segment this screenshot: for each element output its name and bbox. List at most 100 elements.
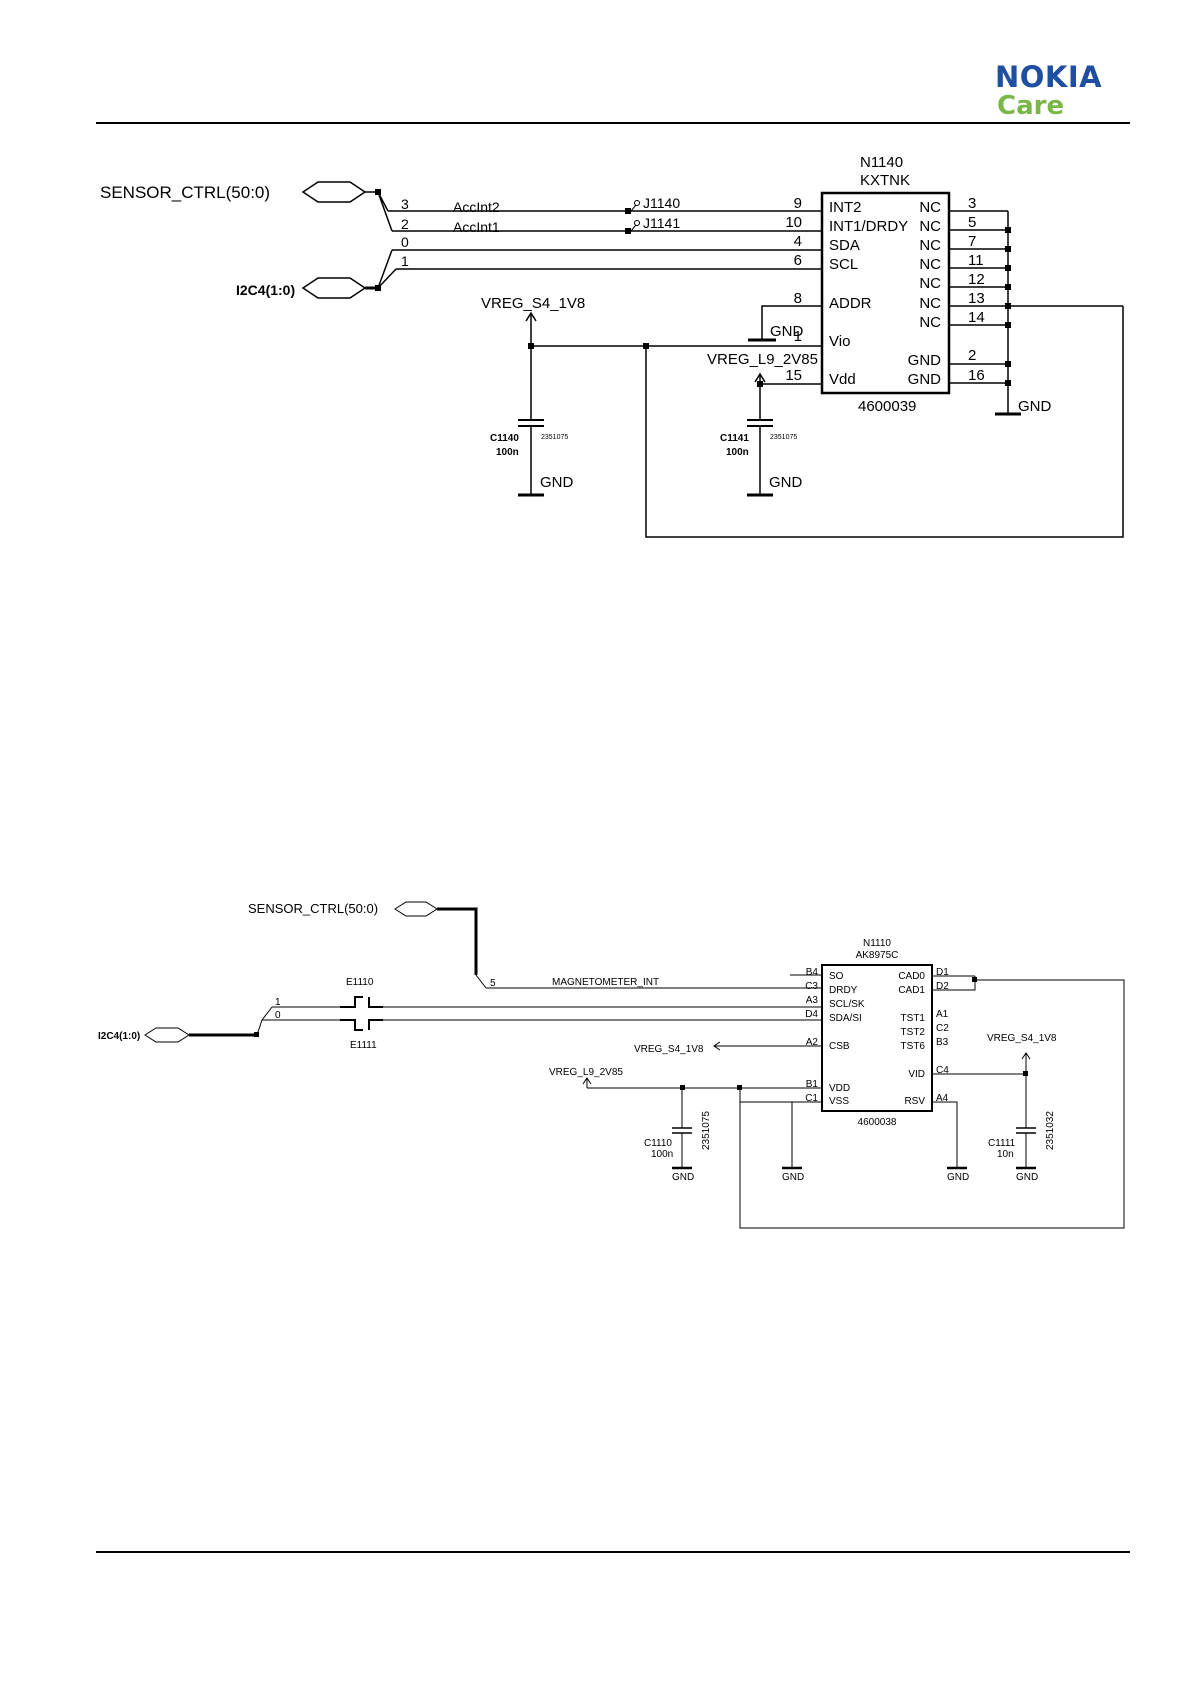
i2c-bus-label: I2C4(1:0) [98, 1031, 140, 1042]
pin-name: GND [908, 371, 942, 388]
pin-number: A3 [806, 995, 819, 1006]
cap-code: 2351075 [770, 434, 797, 441]
ic-ref-n1140: N1140 [860, 154, 903, 171]
vreg-label-vid: VREG_S4_1V8 [987, 1033, 1057, 1044]
gnd-label: GND [782, 1172, 804, 1183]
pin-name: VDD [829, 1083, 850, 1094]
pin-name: NC [919, 295, 941, 312]
sensor-ctrl-connector [301, 181, 367, 203]
component-label-e1111: E1111 [350, 1040, 377, 1051]
pin-number: 10 [785, 214, 802, 231]
pin-name: INT1/DRDY [829, 218, 908, 235]
pin-number: B4 [806, 967, 819, 978]
gnd-label: GND [770, 323, 804, 340]
i2c-connector [301, 277, 367, 299]
cap-code: 2351075 [701, 1111, 712, 1150]
schematic-n1140: SENSOR_CTRL(50:0) 3 2 AccInt2 AccInt1 J1… [100, 154, 1124, 538]
vreg-label-vdd: VREG_L9_2V85 [549, 1067, 623, 1078]
bus-index: 2 [401, 216, 409, 232]
ic-ref-n1110: N1110 [863, 938, 891, 949]
pin-name: NC [919, 256, 941, 273]
pin-number: 5 [968, 214, 976, 231]
gnd-label: GND [672, 1172, 694, 1183]
jumper-label-j1141: J1141 [643, 215, 680, 231]
pin-name: ADDR [829, 295, 872, 312]
pin-number: C1 [805, 1093, 818, 1104]
pin-number: 8 [794, 290, 802, 307]
cap-value: 10n [997, 1149, 1014, 1160]
pin-number: C2 [936, 1023, 949, 1034]
pin-name: VSS [829, 1096, 849, 1107]
pin-name: SDA/SI [829, 1013, 862, 1024]
pin-number: A1 [936, 1009, 949, 1020]
pin-number: 11 [968, 252, 984, 269]
pin-number: D1 [936, 967, 949, 978]
pin-name: NC [919, 275, 941, 292]
ic-code: 4600039 [858, 398, 916, 415]
pin-number: C4 [936, 1065, 949, 1076]
pin-number: 9 [794, 195, 802, 212]
bus-index: 5 [490, 978, 496, 989]
pin-name: SCL/SK [829, 999, 865, 1010]
ic-n1140-body [820, 191, 951, 395]
i2c-bus-label: I2C4(1:0) [236, 282, 295, 298]
cap-value: 100n [496, 447, 519, 458]
pin-name: NC [919, 314, 941, 331]
pin-name: TST6 [901, 1041, 926, 1052]
bus-index: 3 [401, 196, 409, 212]
cap-ref: C1110 [644, 1138, 672, 1149]
cap-ref: C1140 [490, 433, 519, 444]
net-label-magnetometer-int: MAGNETOMETER_INT [552, 977, 659, 988]
pin-number: C3 [805, 981, 818, 992]
gnd-label: GND [1016, 1172, 1038, 1183]
logo-sub-brand: Care [997, 91, 1065, 121]
pin-name: RSV [904, 1096, 925, 1107]
jumper-j1141-icon [634, 220, 640, 226]
ic-code: 4600038 [858, 1117, 897, 1128]
pin-name: CAD1 [898, 985, 925, 996]
pin-number: D4 [805, 1009, 818, 1020]
schematic-n1110: SENSOR_CTRL(50:0) 5 MAGNETOMETER_INT I2C… [98, 901, 1125, 1229]
pin-name: CSB [829, 1041, 850, 1052]
sensor-ctrl-bus-label: SENSOR_CTRL(50:0) [100, 183, 270, 202]
gnd-label: GND [769, 474, 803, 491]
pin-name: CAD0 [898, 971, 925, 982]
pin-number: D2 [936, 981, 949, 992]
pin-name: DRDY [829, 985, 858, 996]
ferrite-e1111-icon [340, 1019, 822, 1031]
jumper-j1140-icon [634, 200, 640, 206]
pin-name: INT2 [829, 199, 862, 216]
bus-index: 1 [275, 997, 281, 1008]
bus-index: 0 [275, 1010, 281, 1021]
pin-name: Vio [829, 333, 850, 350]
pin-number: 1 [794, 328, 802, 345]
ic-part-kxtnk: KXTNK [860, 172, 910, 189]
pin-name: NC [919, 237, 941, 254]
pin-number: 13 [968, 290, 985, 307]
pin-number: 16 [968, 367, 985, 384]
vreg-label-vio: VREG_S4_1V8 [481, 295, 585, 312]
pin-number: 3 [968, 195, 976, 212]
net-label-accint1: AccInt1 [453, 219, 500, 235]
ferrite-e1110-icon [340, 996, 822, 1008]
pin-number: B3 [936, 1037, 949, 1048]
pin-name: TST1 [901, 1013, 926, 1024]
pin-number: A2 [806, 1037, 819, 1048]
cap-code: 2351075 [541, 434, 568, 441]
jumper-label-j1140: J1140 [643, 195, 680, 211]
cap-value: 100n [651, 1149, 673, 1160]
component-label-e1110: E1110 [346, 977, 374, 988]
vreg-label-vdd: VREG_L9_2V85 [707, 351, 818, 368]
gnd-label: GND [947, 1172, 969, 1183]
vreg-label-csb: VREG_S4_1V8 [634, 1044, 704, 1055]
pin-number: 15 [785, 367, 802, 384]
pin-number: 12 [968, 271, 985, 288]
sensor-ctrl-connector [394, 901, 438, 917]
pin-name: TST2 [901, 1027, 926, 1038]
pin-name: NC [919, 218, 941, 235]
cap-code: 2351032 [1045, 1111, 1056, 1150]
logo-brand: NOKIA [995, 60, 1103, 94]
pin-name: SCL [829, 256, 858, 273]
pin-number: B1 [806, 1079, 819, 1090]
